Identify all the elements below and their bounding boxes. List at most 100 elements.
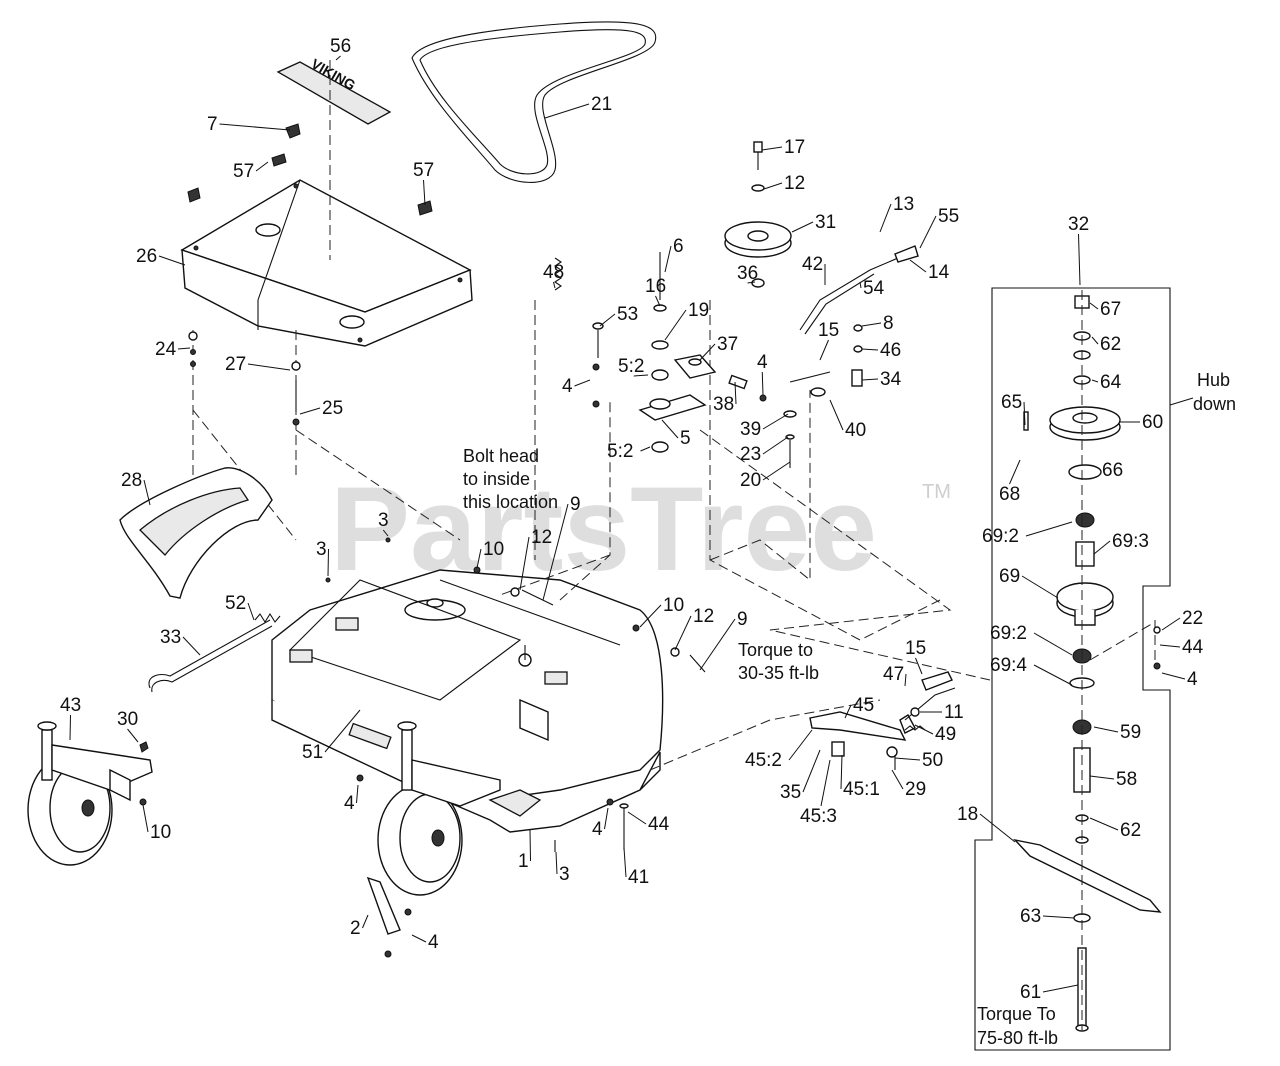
callout-leader [574,379,591,387]
callout-leader [177,347,191,350]
callout-leader [324,709,361,753]
callout-leader [542,503,569,601]
callout-label: 41 [628,867,649,888]
callout-leader [904,673,907,687]
callout-label: 9 [737,609,748,630]
callout-label: 22 [1182,608,1203,629]
callout-leader [127,728,139,743]
callout-leader [840,754,843,790]
callout-label: 25 [322,398,343,419]
callout-label: 45 [853,695,874,716]
note-hub-down-line-2: down [1193,394,1236,414]
caster-wheel-right [377,721,501,896]
idler-arm-assembly [554,252,717,453]
callout-label: 69:3 [1112,531,1149,552]
callout-leader [356,784,359,804]
drive-belt [411,21,657,183]
callout-label: 55 [938,206,959,227]
callout-label: 53 [617,304,638,325]
note-bolt-head-line-3: this location [463,492,558,512]
note-hub-down: Hub down [1193,370,1236,414]
callout-leader [1091,379,1099,383]
callout-label: 52 [225,593,246,614]
callout-label: 40 [845,420,866,441]
callout-label: 35 [780,782,801,803]
callout-leader [247,363,291,371]
callout-label: 1 [518,851,529,872]
callout-leader [747,281,756,284]
callout-leader [529,829,531,862]
callout-leader [891,769,904,790]
callout-leader [761,371,764,396]
callout-label: 24 [155,339,177,360]
note-hub-down-line-1: Hub [1197,370,1230,390]
callout-label: 26 [136,246,157,267]
callout-label: 69:2 [982,526,1019,547]
callout-leader [791,221,814,233]
callout-leader [1089,817,1119,831]
note-torque-30-line-2: 30-35 ft-lb [738,663,819,683]
callout-leader [788,729,813,761]
note-torque-75-line-1: Torque To [977,1004,1056,1024]
callout-label: 15 [905,638,926,659]
callout-leader [919,215,937,249]
callout-label: 57 [413,160,434,181]
callout-leader [627,811,647,825]
callout-label: 45:3 [800,806,837,827]
watermark-trademark: TM [922,481,951,503]
callout-leader [299,407,321,415]
callout-label: 12 [693,606,714,627]
callout-leader [640,446,651,452]
callout-label: 64 [1100,372,1122,393]
callout-label: 36 [737,263,758,284]
callout-label: 12 [531,527,552,548]
callout-leader [553,281,556,289]
callout-leader [664,309,687,341]
callout-label: 30 [117,709,138,730]
callout-label: 27 [225,354,246,375]
callout-label: 8 [883,313,894,334]
callout-label: 69:2 [990,623,1027,644]
callout-leader [1033,664,1073,686]
callout-label: 10 [663,595,684,616]
callout-label: 39 [740,419,761,440]
callout-leader [844,704,852,719]
callout-label: 68 [999,484,1020,505]
callout-label: 12 [784,173,805,194]
callout-leader [143,479,151,506]
callout-label: 67 [1100,299,1121,320]
callout-label: 4 [592,819,603,840]
callout-leader [1033,632,1073,656]
callout-label: 11 [944,702,964,723]
callout-label: 29 [905,779,926,800]
callout-leader [362,914,369,929]
callout-leader [674,615,692,651]
callout-label: 4 [757,352,768,373]
callout-label: 65 [1001,392,1022,413]
callout-leader [519,536,530,591]
callout-label: 17 [784,137,805,158]
callout-label: 4 [1187,669,1198,690]
note-bolt-head-line-2: to inside [463,469,530,489]
callout-leader [1009,459,1021,485]
callout-leader [734,381,737,405]
callout-label: 7 [207,114,218,135]
callout-label: 38 [713,394,734,415]
callout-label: 4 [428,932,439,953]
callout-label: 69:4 [990,655,1027,676]
callout-leader [555,851,558,875]
callout-label: 28 [121,470,142,491]
callout-label: 32 [1068,214,1089,235]
callout-label: 44 [1182,637,1204,658]
callout-leader [762,413,789,430]
callout-leader [1161,617,1181,631]
callout-leader [1021,575,1059,599]
callout-leader [762,436,789,455]
callout-leader [1042,984,1079,993]
callout-leader [476,548,482,569]
callout-leader [255,161,269,172]
callout-leader [1078,233,1081,286]
callout-leader [142,804,149,833]
callout-leader [915,657,923,675]
